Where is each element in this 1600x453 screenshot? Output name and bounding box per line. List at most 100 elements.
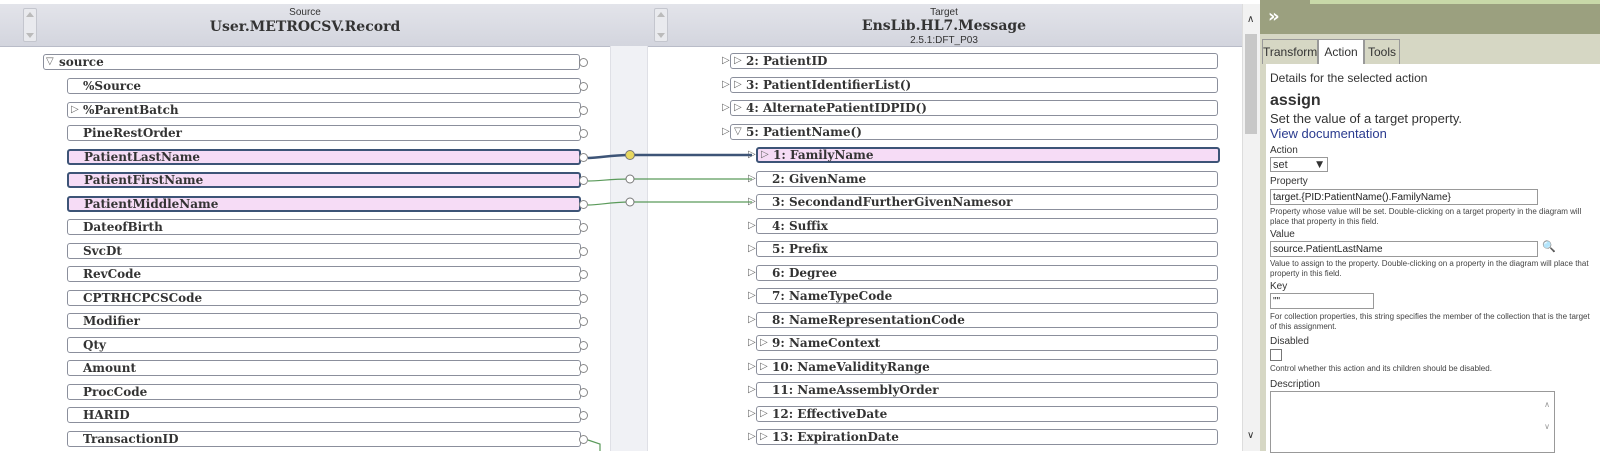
textarea-scroll-up-icon[interactable]: ∧ xyxy=(1544,400,1550,409)
target-field[interactable]: ▽5: PatientName() xyxy=(730,123,1218,140)
source-connector[interactable] xyxy=(579,176,588,185)
expand-triangle-icon[interactable]: ▷ xyxy=(761,149,769,160)
source-connector[interactable] xyxy=(579,105,588,115)
target-field[interactable]: ▷3: PatientIdentifierList() xyxy=(730,76,1218,93)
disabled-checkbox[interactable] xyxy=(1270,349,1282,361)
target-connector-icon[interactable]: ▷ xyxy=(748,360,756,372)
target-field[interactable]: ▷10: NameValidityRange xyxy=(756,358,1218,375)
source-root-connector[interactable] xyxy=(579,58,588,67)
target-field[interactable]: 3: SecondandFurtherGivenNamesor xyxy=(756,194,1218,210)
target-field[interactable]: ▷1: FamilyName xyxy=(756,147,1220,163)
source-field[interactable]: RevCode xyxy=(67,266,581,282)
source-connector[interactable] xyxy=(579,364,588,373)
expand-triangle-icon[interactable]: ▷ xyxy=(760,431,768,442)
target-connector-icon[interactable]: ▷ xyxy=(748,313,756,325)
target-field[interactable]: 6: Degree xyxy=(756,264,1218,281)
source-field[interactable]: PatientMiddleName xyxy=(67,195,581,212)
source-field[interactable]: PatientFirstName xyxy=(67,172,581,188)
target-field[interactable]: 8: NameRepresentationCode xyxy=(756,311,1218,328)
source-connector[interactable] xyxy=(579,129,588,138)
key-field[interactable]: "" xyxy=(1270,293,1374,309)
target-connector-icon[interactable]: ▷ xyxy=(748,266,756,278)
magnifier-icon[interactable]: 🔍 xyxy=(1542,240,1556,253)
target-field[interactable]: ▷2: PatientID xyxy=(730,53,1218,69)
source-connector[interactable] xyxy=(579,434,588,444)
source-field[interactable]: ProcCode xyxy=(67,383,581,400)
scroll-down-icon[interactable]: ∨ xyxy=(1247,430,1255,441)
action-select[interactable]: set ▼ xyxy=(1270,157,1328,172)
target-connector-icon[interactable]: ▷ xyxy=(748,384,756,395)
property-field[interactable]: target.{PID:PatientName().FamilyName} xyxy=(1270,189,1538,205)
target-field[interactable]: ▷12: EffectiveDate xyxy=(756,405,1218,422)
source-scroll-control[interactable] xyxy=(23,8,37,42)
source-connector[interactable] xyxy=(579,387,588,397)
source-field[interactable]: Modifier xyxy=(67,313,581,329)
target-field[interactable]: 2: GivenName xyxy=(756,170,1218,187)
diagram-scrollbar[interactable]: ∧ ∨ xyxy=(1242,4,1261,451)
source-field[interactable]: ▷%ParentBatch xyxy=(67,101,581,118)
source-field[interactable]: CPTRHCPCSCode xyxy=(67,289,581,306)
source-connector[interactable] xyxy=(579,340,588,350)
source-field[interactable]: Amount xyxy=(67,360,581,376)
source-connector[interactable] xyxy=(579,199,588,209)
target-connector-icon[interactable]: ▷ xyxy=(748,407,756,419)
source-field[interactable]: HARID xyxy=(67,407,581,423)
value-field[interactable]: source.PatientLastName xyxy=(1270,241,1538,257)
source-field[interactable]: Qty xyxy=(67,336,581,353)
source-connector[interactable] xyxy=(579,152,588,162)
target-connector-icon[interactable]: ▷ xyxy=(748,172,756,184)
source-field[interactable]: %Source xyxy=(67,78,581,94)
expand-triangle-icon[interactable]: ▷ xyxy=(760,407,768,419)
source-connector[interactable] xyxy=(579,411,588,420)
description-textarea[interactable]: ∧ ∨ xyxy=(1270,391,1555,453)
target-field[interactable]: 11: NameAssemblyOrder xyxy=(756,382,1218,398)
target-connector-icon[interactable]: ▷ xyxy=(748,243,756,254)
source-field[interactable]: PineRestOrder xyxy=(67,125,581,141)
tab-action[interactable]: Action xyxy=(1318,39,1364,65)
source-connector[interactable] xyxy=(579,317,588,326)
target-connector-icon[interactable]: ▷ xyxy=(748,149,756,160)
panel-collapse-icon[interactable]: » xyxy=(1268,6,1280,27)
target-field[interactable]: ▷4: AlternatePatientIDPID() xyxy=(730,100,1218,116)
expand-triangle-icon[interactable]: ▷ xyxy=(734,78,742,90)
source-connector[interactable] xyxy=(579,270,588,279)
target-field[interactable]: ▷13: ExpirationDate xyxy=(756,429,1218,445)
target-field[interactable]: 7: NameTypeCode xyxy=(756,288,1218,304)
target-field[interactable]: 4: Suffix xyxy=(756,217,1218,234)
view-documentation-link[interactable]: View documentation xyxy=(1270,126,1387,141)
source-connector[interactable] xyxy=(579,246,588,256)
scroll-thumb[interactable] xyxy=(1245,34,1257,134)
expand-triangle-icon[interactable]: ▷ xyxy=(71,103,79,115)
target-connector-icon[interactable]: ▷ xyxy=(748,219,756,231)
scroll-up-icon[interactable]: ∧ xyxy=(1247,14,1255,25)
target-connector-icon[interactable]: ▷ xyxy=(748,431,756,442)
target-connector-icon[interactable]: ▷ xyxy=(748,290,756,301)
source-field[interactable]: DateofBirth xyxy=(67,219,581,235)
target-connector-icon[interactable]: ▷ xyxy=(748,337,756,348)
source-field[interactable]: TransactionID xyxy=(67,430,581,447)
source-field[interactable]: PatientLastName xyxy=(67,148,581,165)
expand-triangle-icon[interactable]: ▷ xyxy=(734,55,742,66)
source-field[interactable]: SvcDt xyxy=(67,242,581,259)
target-field[interactable]: ▷9: NameContext xyxy=(756,335,1218,351)
expand-triangle-icon[interactable]: ▷ xyxy=(734,102,742,113)
target-connector-icon[interactable]: ▷ xyxy=(722,102,730,113)
target-field[interactable]: 5: Prefix xyxy=(756,241,1218,257)
source-connector[interactable] xyxy=(579,82,588,91)
textarea-scroll-down-icon[interactable]: ∨ xyxy=(1544,422,1550,431)
tab-transform[interactable]: Transform xyxy=(1262,39,1318,64)
target-scroll-control[interactable] xyxy=(654,8,668,42)
action-select-value: set xyxy=(1273,159,1288,171)
target-connector-icon[interactable]: ▷ xyxy=(722,55,730,66)
expand-triangle-icon[interactable]: ▷ xyxy=(760,360,768,372)
collapse-triangle-icon[interactable]: ▽ xyxy=(734,125,742,137)
source-connector[interactable] xyxy=(579,293,588,303)
expand-triangle-icon[interactable]: ▷ xyxy=(760,337,768,348)
collapse-triangle-icon[interactable]: ▽ xyxy=(46,56,54,67)
target-connector-icon[interactable]: ▷ xyxy=(722,125,730,137)
tab-tools[interactable]: Tools xyxy=(1364,39,1400,64)
target-connector-icon[interactable]: ▷ xyxy=(748,196,756,207)
source-root-node[interactable]: ▽ source xyxy=(43,54,580,70)
target-connector-icon[interactable]: ▷ xyxy=(722,78,730,90)
source-connector[interactable] xyxy=(579,223,588,232)
